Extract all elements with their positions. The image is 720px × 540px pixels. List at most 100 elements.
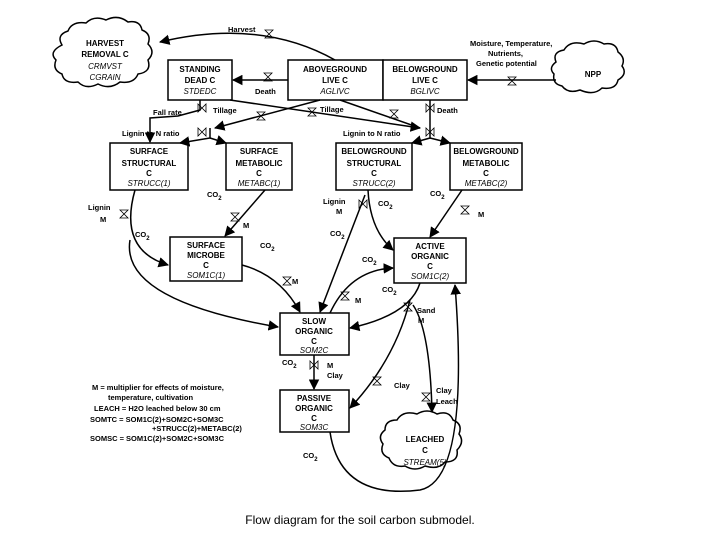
- standing-dead-box: STANDING DEAD C STDEDC: [167, 59, 233, 101]
- belowground-structural-box: BELOWGROUND STRUCTURAL C STRUCC(2): [335, 142, 413, 191]
- cloud-shape: [52, 16, 153, 88]
- valve-icon: [230, 212, 240, 222]
- box-line2: LIVE C: [322, 76, 348, 85]
- harvest-removal-cloud: HARVEST REMOVAL C CRMVST CGRAIN: [52, 16, 153, 88]
- co2-label-8: CO2: [382, 285, 397, 297]
- valve-icon: [197, 127, 207, 137]
- svg-text:CO2: CO2: [382, 285, 397, 297]
- arrow-surface-split-right: [209, 135, 228, 146]
- box-line3: C: [371, 169, 377, 178]
- harvest-cloud-var2: CGRAIN: [89, 73, 120, 82]
- box-line1: ABOVEGROUND: [303, 65, 367, 74]
- box-line3: C: [203, 261, 209, 270]
- box-line3: C: [256, 169, 262, 178]
- valve-icon: [421, 392, 431, 402]
- surface-structural-box: SURFACE STRUCTURAL C STRUCC(1): [109, 142, 189, 191]
- label-lignin-1: Lignin: [88, 203, 111, 212]
- valve-icon: [256, 111, 266, 121]
- valve-icon: [358, 199, 368, 209]
- flow-labels: Harvest Death Moisture, Temperature, Nut…: [88, 25, 552, 463]
- svg-text:CO2: CO2: [303, 451, 318, 463]
- valve-icon: [460, 205, 470, 215]
- box-var: SOM1C(1): [187, 271, 226, 280]
- surface-microbe-box: SURFACE MICROBE C SOM1C(1): [169, 236, 243, 282]
- valve-icon: [425, 103, 435, 113]
- valve-icon: [197, 103, 207, 113]
- belowground-live-box: BELOWGROUND LIVE C BGLIVC: [382, 59, 468, 101]
- arrow-bgmet-to-active: [429, 189, 463, 238]
- box-line2: STRUCTURAL: [347, 159, 402, 168]
- valve-icon: [309, 360, 319, 370]
- box-line1: ACTIVE: [415, 242, 445, 251]
- label-m-5: M: [292, 277, 298, 286]
- arrow-standing-to-bg: [229, 99, 422, 132]
- valve-icon: [119, 209, 129, 219]
- label-m-4: M: [478, 210, 484, 219]
- harvest-cloud-var1: CRMVST: [88, 62, 123, 71]
- valve-icon: [307, 107, 317, 117]
- label-fall-rate: Fall rate: [153, 108, 182, 117]
- box-line1: BELOWGROUND: [392, 65, 458, 74]
- box-var: SOM2C: [300, 346, 329, 355]
- label-lignin-n-2: Lignin to N ratio: [343, 129, 401, 138]
- co2-label-9: CO2: [282, 358, 297, 370]
- box-var: STDEDC: [184, 87, 217, 96]
- harvest-cloud-line2: REMOVAL C: [81, 50, 128, 59]
- npp-cloud-label: NPP: [585, 70, 602, 79]
- box-line1: STANDING: [179, 65, 220, 74]
- arrow-bg-split-right: [429, 135, 452, 146]
- leached-cloud: LEACHED C STREAM(5): [379, 410, 463, 470]
- label-tillage-1: Tillage: [213, 106, 237, 115]
- box-var: SOM3C: [300, 423, 329, 432]
- co2-label-2: CO2: [135, 230, 150, 242]
- arrow-bgstruc-to-active: [367, 189, 394, 251]
- label-death-top: Death: [255, 87, 276, 96]
- valve-icon: [372, 376, 382, 386]
- svg-text:CO2: CO2: [330, 229, 345, 241]
- cloud-shape: [379, 410, 463, 470]
- valve-icon: [264, 29, 274, 39]
- cloud-shape: [550, 40, 625, 94]
- label-harvest: Harvest: [228, 25, 256, 34]
- box-line3: C: [311, 337, 317, 346]
- arrow-agl-tillage-left: [213, 99, 321, 131]
- co2-label-6: CO2: [330, 229, 345, 241]
- valve-icon: [507, 76, 517, 86]
- label-m-3: M: [243, 221, 249, 230]
- svg-text:CO2: CO2: [378, 199, 393, 211]
- valve-icons: [119, 29, 517, 402]
- label-leach: Leach: [436, 397, 458, 406]
- harvest-cloud-line1: HARVEST: [86, 39, 124, 48]
- arrow-standing-fall: [144, 100, 201, 144]
- arrow-active-to-leached: [412, 304, 438, 414]
- aboveground-live-box: ABOVEGROUND LIVE C AGLIVC: [287, 59, 384, 101]
- label-clay-3: Clay: [436, 386, 453, 395]
- valve-icon: [282, 276, 292, 286]
- box-line3: C: [146, 169, 152, 178]
- box-line2: STRUCTURAL: [122, 159, 177, 168]
- svg-text:CO2: CO2: [362, 255, 377, 267]
- label-lignin-2: Lignin: [323, 197, 346, 206]
- box-line2: LIVE C: [412, 76, 438, 85]
- valve-icon: [425, 127, 435, 137]
- co2-label-3: CO2: [260, 241, 275, 253]
- arrow-surfstruc-to-microbe: [129, 189, 170, 268]
- box-var: METABC(2): [465, 179, 508, 188]
- legend-line4: SOMTC = SOM1C(2)+SOM2C+SOM3C: [90, 415, 224, 424]
- box-line3: C: [427, 262, 433, 271]
- valve-icon: [340, 291, 350, 301]
- valve-icon: [263, 72, 273, 82]
- arrow-surfmet-to-microbe: [224, 189, 266, 237]
- legend: M = multiplier for effects of moisture, …: [90, 383, 242, 443]
- box-var: BGLIVC: [410, 87, 440, 96]
- active-organic-box: ACTIVE ORGANIC C SOM1C(2): [393, 237, 467, 284]
- box-line2: DEAD C: [185, 76, 216, 85]
- label-tillage-2: Tillage: [320, 105, 344, 114]
- arrow-bg-split-left: [410, 128, 431, 146]
- box-line1: SURFACE: [187, 241, 226, 250]
- label-m-1: M: [100, 215, 106, 224]
- arrow-microbe-to-slow: [241, 264, 301, 313]
- box-line3: C: [483, 169, 489, 178]
- box-var: METABC(1): [238, 179, 281, 188]
